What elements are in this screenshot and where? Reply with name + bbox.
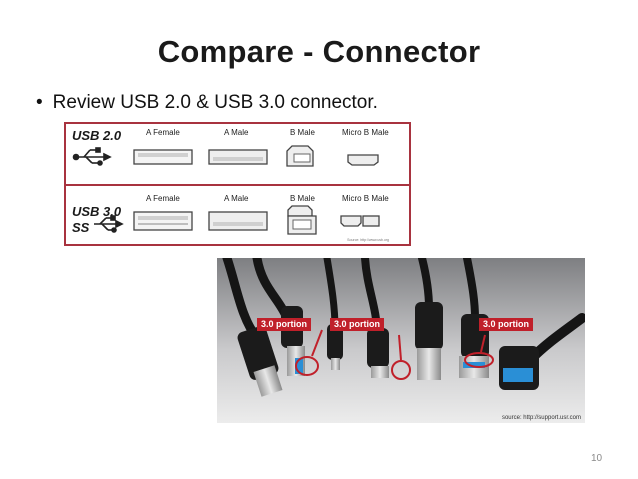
bullet-item: • Review USB 2.0 & USB 3.0 connector. — [36, 92, 378, 114]
usb3-ss-label: SS — [72, 220, 90, 235]
usb-ss-trident-icon — [94, 215, 124, 233]
usb3-col-micro-b-male: Micro B Male — [342, 194, 389, 203]
usb3-a-female-shape — [133, 211, 193, 231]
bullet-text: Review USB 2.0 & USB 3.0 connector. — [52, 92, 378, 113]
bullet-dot: • — [36, 92, 43, 113]
photo-source: source: http://support.usr.com — [501, 415, 581, 421]
usb3-col-a-female: A Female — [146, 194, 180, 203]
usb2-b-male-shape — [286, 145, 314, 167]
usb3-label: USB 3.0 — [72, 204, 122, 219]
callout-label-2: 3.0 portion — [333, 319, 380, 329]
usb3-col-b-male: B Male — [290, 194, 315, 203]
usb2-a-female-shape — [133, 149, 193, 165]
usb2-a-male-shape — [208, 149, 268, 165]
usb2-label: USB 2.0 — [72, 128, 122, 143]
usb3-b-male-shape — [287, 205, 317, 235]
callout-label-3: 3.0 portion — [482, 319, 529, 329]
cables-illustration — [217, 258, 585, 423]
usb2-col-a-male: A Male — [224, 128, 249, 137]
callout-label-1: 3.0 portion — [260, 319, 307, 329]
page-number: 10 — [591, 453, 603, 464]
usb3-col-a-male: A Male — [224, 194, 249, 203]
usb2-col-b-male: B Male — [290, 128, 315, 137]
usb3-a-male-shape — [208, 211, 268, 231]
connector-drawings — [72, 145, 380, 235]
cables-photo: 3.0 portion 3.0 portion 3.0 portion sour… — [217, 258, 585, 423]
slide-title: Compare - Connector — [157, 34, 481, 69]
usb2-col-micro-b-male: Micro B Male — [342, 128, 389, 137]
diagram-credit: Source: http://www.usb.org — [347, 238, 389, 242]
usb3-micro-b-shape — [340, 215, 380, 227]
connector-diagram: USB 2.0 A Female A Male B Male Micro B M… — [64, 122, 411, 246]
usb2-col-a-female: A Female — [146, 128, 180, 137]
usb2-micro-b-shape — [347, 154, 379, 166]
row-divider — [66, 184, 409, 186]
usb-trident-icon — [72, 147, 112, 166]
